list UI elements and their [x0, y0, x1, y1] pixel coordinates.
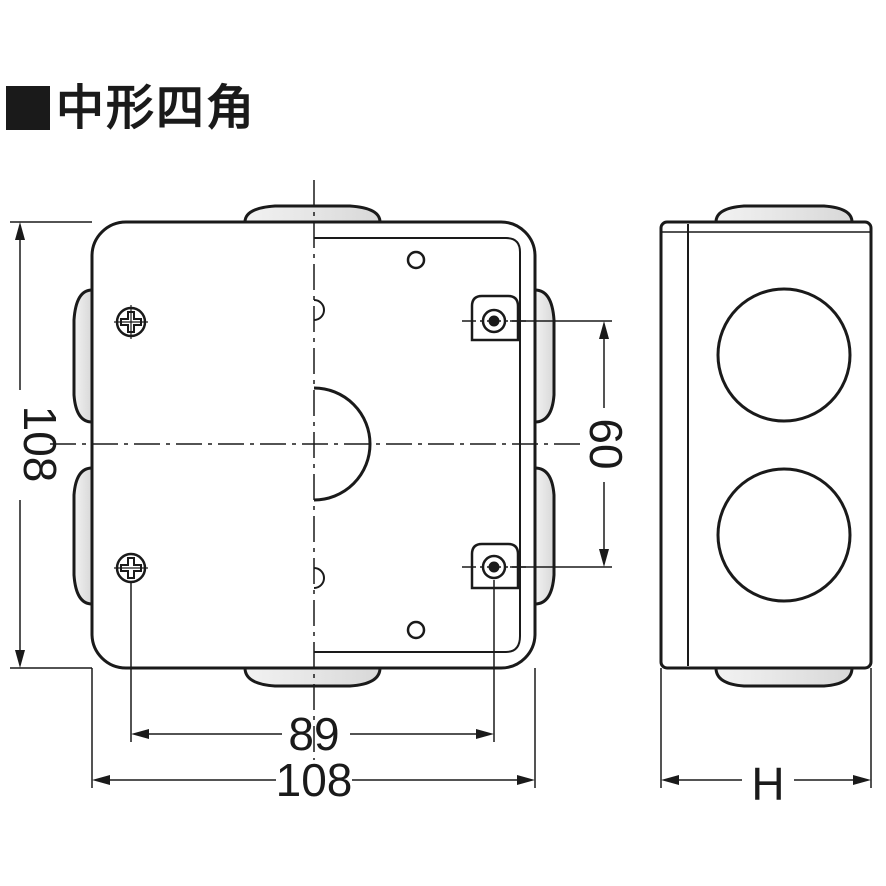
title-square-mark — [6, 86, 50, 130]
small-hole-bottom — [406, 620, 426, 640]
dim-horizontal-pitch: 89 — [288, 708, 339, 760]
dimension-lines — [10, 221, 612, 788]
page-title: 中形四角 — [56, 80, 257, 136]
side-body — [659, 220, 873, 670]
right-knockout-upper — [533, 288, 556, 424]
side-view — [659, 204, 873, 688]
left-knockout-lower — [72, 466, 94, 606]
front-view — [50, 180, 582, 760]
top-knockout — [243, 204, 382, 224]
dim-depth: H — [751, 758, 784, 810]
small-hole-top — [406, 250, 426, 270]
dim-overall-width: 108 — [276, 754, 353, 806]
side-knockout-lower — [716, 467, 852, 603]
side-dimension — [660, 668, 872, 788]
dim-vertical-pitch: 60 — [580, 418, 632, 469]
left-knockout-upper — [72, 288, 94, 424]
side-bottom-knockout — [714, 666, 854, 688]
side-top-knockout — [714, 204, 854, 224]
side-knockout-upper — [716, 287, 852, 423]
dim-overall-height: 108 — [14, 406, 66, 483]
bottom-knockout — [243, 666, 382, 688]
right-knockout-lower — [533, 466, 556, 606]
